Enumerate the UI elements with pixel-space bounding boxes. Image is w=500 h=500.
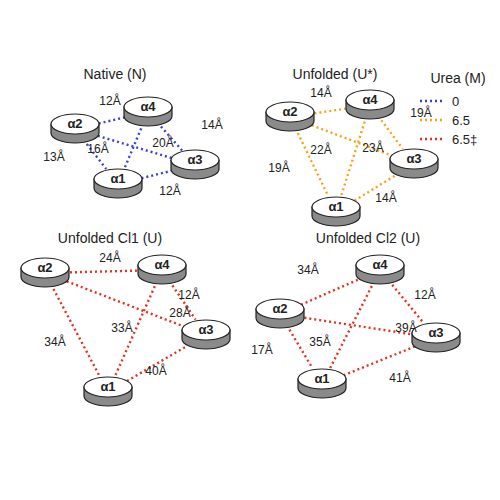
helix-name: α4 xyxy=(355,256,405,274)
cylinder-top xyxy=(124,97,172,117)
helix-name: α4 xyxy=(137,256,187,274)
cylinder-top xyxy=(94,169,142,189)
helix-name: α1 xyxy=(93,170,143,188)
cylinder-top xyxy=(356,255,404,275)
helix-cylinder: α3 xyxy=(411,321,461,355)
legend-swatch xyxy=(420,100,445,102)
cylinder-top xyxy=(390,149,438,169)
cylinder-top xyxy=(84,377,132,397)
distance-label: 12Å xyxy=(178,288,199,302)
distance-label: 34Å xyxy=(297,263,318,277)
helix-cylinder: α2 xyxy=(20,256,70,290)
distance-line xyxy=(330,286,372,368)
helix-name: α2 xyxy=(20,259,70,277)
legend-text: 6.5‡ xyxy=(452,132,477,147)
distance-label: 39Å xyxy=(395,321,416,335)
distance-line xyxy=(289,330,312,369)
helix-cylinder: α3 xyxy=(181,318,231,352)
helix-name: α1 xyxy=(311,198,361,216)
distance-label: 14Å xyxy=(310,86,331,100)
helix-name: α3 xyxy=(181,321,231,339)
distance-label: 19Å xyxy=(410,106,431,120)
distance-label: 14Å xyxy=(201,118,222,132)
distance-line xyxy=(142,171,172,178)
helix-cylinder: α1 xyxy=(311,195,361,229)
helix-cylinder: α2 xyxy=(265,100,315,134)
helix-name: α1 xyxy=(83,378,133,396)
legend-text: 6.5 xyxy=(452,113,470,128)
cylinder-top xyxy=(171,150,219,170)
distance-label: 12Å xyxy=(159,184,180,198)
helix-cylinder: α3 xyxy=(389,147,439,181)
distance-line xyxy=(341,122,364,196)
cylinder-top xyxy=(256,299,304,319)
helix-name: α3 xyxy=(170,151,220,169)
distance-label: 16Å xyxy=(87,142,108,156)
helix-name: α2 xyxy=(50,115,100,133)
distance-label: 20Å xyxy=(152,136,173,150)
distance-label: 35Å xyxy=(309,335,330,349)
cylinder-top xyxy=(346,90,394,110)
cylinder-top xyxy=(298,369,346,389)
helix-cylinder: α4 xyxy=(137,253,187,287)
legend-text: 0 xyxy=(452,94,459,109)
distance-line xyxy=(53,289,99,376)
distance-line xyxy=(314,109,345,114)
cylinder-top xyxy=(182,320,230,340)
helix-name: α4 xyxy=(345,91,395,109)
helix-cylinder: α3 xyxy=(170,148,220,182)
distance-line xyxy=(125,128,141,167)
legend-swatch xyxy=(420,138,445,140)
helix-name: α2 xyxy=(265,103,315,121)
distance-label: 12Å xyxy=(414,288,435,302)
cylinder-top xyxy=(21,258,69,278)
distance-line xyxy=(67,281,184,326)
distance-label: 24Å xyxy=(99,251,120,265)
distance-label: 41Å xyxy=(389,371,410,385)
panel-title: Unfolded Cl1 (U) xyxy=(58,230,162,246)
helix-cylinder: α1 xyxy=(83,375,133,409)
distance-label: 40Å xyxy=(145,364,166,378)
distance-line xyxy=(381,120,402,149)
distance-label: 19Å xyxy=(268,161,289,175)
distance-label: 12Å xyxy=(99,94,120,108)
distance-label: 28Å xyxy=(169,306,190,320)
helix-cylinder: α4 xyxy=(355,253,405,287)
distance-label: 34Å xyxy=(44,335,65,349)
cylinder-top xyxy=(51,114,99,134)
panel-title: Native (N) xyxy=(83,66,146,82)
distance-line xyxy=(70,271,137,273)
distance-line xyxy=(127,346,187,381)
distance-line xyxy=(298,133,328,196)
helix-cylinder: α4 xyxy=(345,88,395,122)
helix-name: α4 xyxy=(123,98,173,116)
distance-line xyxy=(99,118,125,124)
distance-line xyxy=(301,279,359,305)
cylinder-top xyxy=(312,197,360,217)
panel-title: Unfolded (U*) xyxy=(293,66,378,82)
helix-cylinder: α2 xyxy=(50,112,100,146)
helix-name: α3 xyxy=(411,324,461,342)
helix-cylinder: α1 xyxy=(93,167,143,201)
cylinder-top xyxy=(138,255,186,275)
distance-label: 33Å xyxy=(111,321,132,335)
helix-name: α1 xyxy=(297,370,347,388)
legend-title: Urea (M) xyxy=(430,70,485,86)
cylinder-top xyxy=(266,102,314,122)
cylinder-top xyxy=(412,323,460,343)
panel-title: Unfolded Cl2 (U) xyxy=(316,230,420,246)
distance-label: 17Å xyxy=(251,343,272,357)
helix-cylinder: α2 xyxy=(255,297,305,331)
helix-name: α3 xyxy=(389,150,439,168)
distance-label: 23Å xyxy=(362,141,383,155)
distance-label: 14Å xyxy=(375,191,396,205)
helix-cylinder: α1 xyxy=(297,367,347,401)
helix-name: α2 xyxy=(255,300,305,318)
distance-label: 13Å xyxy=(43,150,64,164)
helix-cylinder: α4 xyxy=(123,95,173,129)
distance-label: 22Å xyxy=(310,143,331,157)
